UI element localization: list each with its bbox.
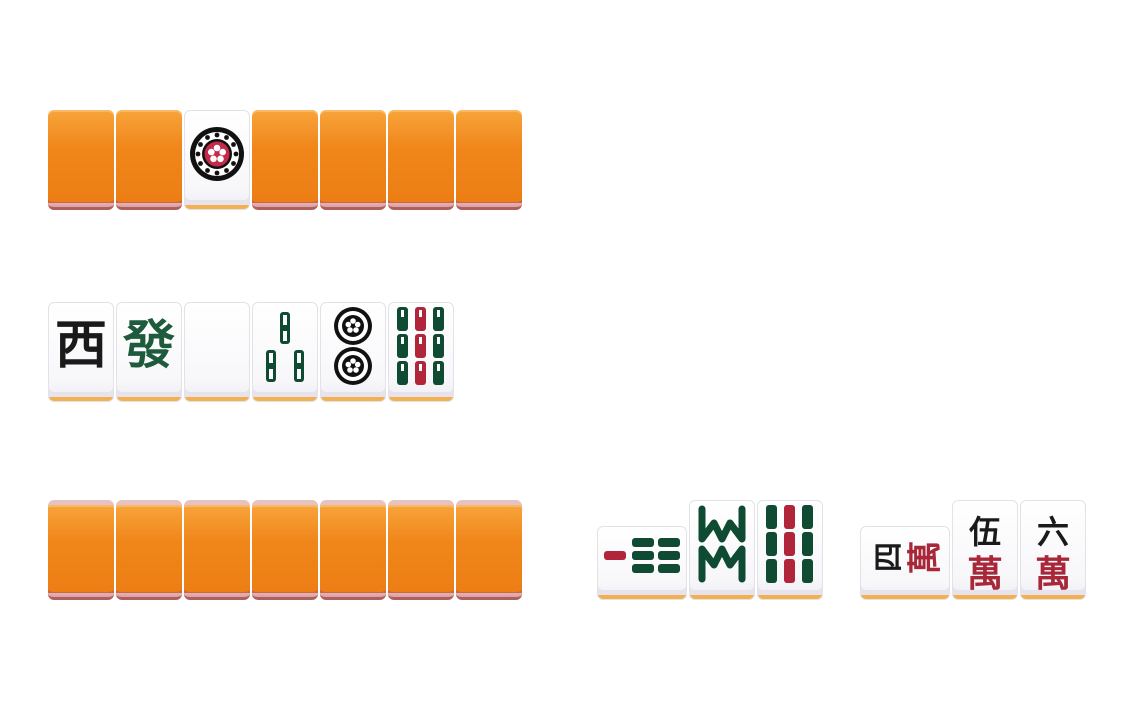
character-man: 萬 [1034, 553, 1071, 595]
meld-characters: 四 萬 伍 萬 六 萬 [860, 500, 1088, 600]
character-man: 萬 [905, 540, 946, 574]
two-circle-icon [321, 303, 385, 389]
hidden-tile [456, 110, 522, 210]
character-man: 萬 [966, 553, 1003, 595]
four-character-icon: 四 萬 [861, 527, 949, 587]
hidden-tile [388, 110, 454, 210]
tile-white-dragon[interactable] [184, 302, 250, 402]
green-dragon-icon: 發 [122, 315, 175, 376]
hidden-tile [48, 110, 114, 210]
hidden-tile [116, 110, 182, 210]
player-hand [48, 500, 524, 600]
eight-bamboo-icon [690, 501, 754, 587]
tile-seven-bamboo-sideways [597, 526, 687, 600]
hand-tile[interactable] [320, 500, 386, 600]
tile-eight-bamboo [689, 500, 755, 600]
west-wind-icon: 西 [54, 315, 107, 376]
hand-tile[interactable] [184, 500, 250, 600]
seven-bamboo-icon [598, 527, 686, 587]
meld-bamboo [597, 500, 825, 600]
hand-tile[interactable] [456, 500, 522, 600]
tile-nine-bamboo[interactable] [388, 302, 454, 402]
hand-tile[interactable] [116, 500, 182, 600]
nine-bamboo-icon [389, 303, 453, 389]
character-number: 六 [1036, 513, 1069, 551]
hand-tile[interactable] [252, 500, 318, 600]
tile-five-character: 伍 萬 [952, 500, 1018, 600]
tile-nine-bamboo-meld [757, 500, 823, 600]
opponent-hand [48, 110, 524, 210]
tile-four-character-sideways: 四 萬 [860, 526, 950, 600]
tile-two-circle[interactable] [320, 302, 386, 402]
tile-west-wind[interactable]: 西 [48, 302, 114, 402]
three-bamboo-icon [253, 303, 317, 389]
hand-tile[interactable] [48, 500, 114, 600]
tile-green-dragon[interactable]: 發 [116, 302, 182, 402]
tile-six-character: 六 萬 [1020, 500, 1086, 600]
hidden-tile [252, 110, 318, 210]
discard-row: 西 發 [48, 302, 456, 402]
hand-tile[interactable] [388, 500, 454, 600]
white-dragon-icon [185, 303, 249, 389]
revealed-tile [184, 110, 250, 210]
character-number: 伍 [968, 513, 1001, 551]
tile-three-bamboo[interactable] [252, 302, 318, 402]
hidden-tile [320, 110, 386, 210]
nine-bamboo-icon [758, 501, 822, 587]
one-circle-icon [185, 111, 249, 197]
